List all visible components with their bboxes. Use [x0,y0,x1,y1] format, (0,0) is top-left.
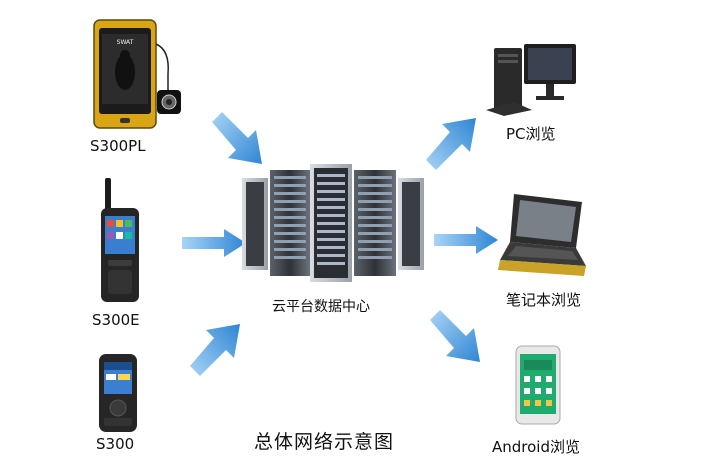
client-label-pc: PC浏览 [506,125,556,143]
walkie-talkie-icon [96,176,146,304]
handheld-terminal-icon [96,352,140,434]
diagram-title: 总体网络示意图 [254,431,395,453]
arrow-icon [426,118,476,170]
center-label: 云平台数据中心 [272,299,370,315]
device-label-s300e: S300E [92,311,140,329]
client-label-laptop: 笔记本浏览 [506,291,582,309]
rugged-phone-icon: SWAT [90,14,190,132]
laptop-icon [496,188,588,280]
arrow-icon [434,226,498,254]
svg-text:SWAT: SWAT [117,39,134,46]
smartphone-icon [514,344,562,426]
arrow-icon [182,229,246,257]
desktop-pc-icon [484,40,584,116]
device-label-s300: S300 [96,435,135,453]
arrow-icon [190,324,240,376]
server-rack-icon [240,160,426,284]
client-label-android: Android浏览 [492,438,580,456]
device-label-s300pl: S300PL [90,137,146,155]
arrow-icon [212,112,262,164]
arrow-icon [430,310,480,362]
